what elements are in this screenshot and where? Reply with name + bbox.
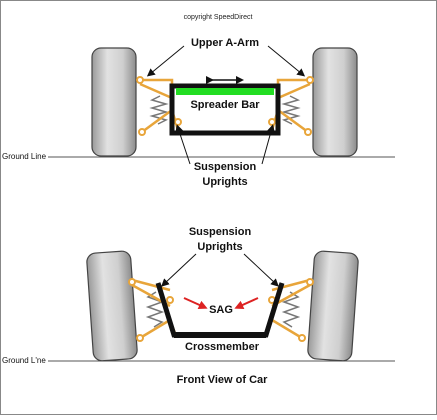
bottom-suspension-uprights-label-2: Uprights xyxy=(197,241,242,253)
top-uprights-pointer-right xyxy=(261,124,275,165)
top-diagram: Ground Line Upper A-Arm xyxy=(2,37,395,188)
bottom-uprights-pointer-right xyxy=(243,253,279,287)
bottom-right-tire xyxy=(307,250,359,362)
top-joints xyxy=(136,76,314,136)
upper-a-arm-pointer-left xyxy=(146,45,185,77)
spreader-bar xyxy=(176,88,274,95)
top-right-spring xyxy=(281,95,301,125)
top-ground-line-label: Ground Line xyxy=(2,152,47,161)
bottom-joints xyxy=(128,278,314,342)
top-suspension-uprights-label-2: Uprights xyxy=(202,176,247,188)
copyright-text: copyright SpeedDirect xyxy=(184,14,253,21)
bottom-left-spring xyxy=(145,291,165,328)
upper-a-arm-pointer-right xyxy=(267,45,306,77)
top-suspension-uprights-label-1: Suspension xyxy=(194,161,257,173)
front-view-caption: Front View of Car xyxy=(177,374,269,386)
top-uprights-pointer-left xyxy=(175,124,191,165)
bottom-suspension-uprights-label-1: Suspension xyxy=(189,226,252,238)
spreader-bar-label: Spreader Bar xyxy=(190,99,260,111)
top-left-spring xyxy=(149,95,169,125)
crossmember-label: Crossmember xyxy=(185,341,260,353)
upper-a-arm-label: Upper A-Arm xyxy=(191,37,259,49)
sag-arrow-left xyxy=(183,297,208,310)
sag-label: SAG xyxy=(209,304,233,316)
bottom-diagram: Ground L'ne SAG Suspension Up xyxy=(2,226,395,386)
top-right-tire xyxy=(312,47,358,157)
bottom-right-spring xyxy=(281,291,301,328)
bottom-left-tire xyxy=(86,250,138,362)
bottom-ground-line-label: Ground L'ne xyxy=(2,356,46,365)
top-frame xyxy=(169,83,281,136)
top-left-tire xyxy=(91,47,137,157)
bottom-uprights-pointer-left xyxy=(161,253,197,287)
sag-arrow-right xyxy=(234,297,259,310)
